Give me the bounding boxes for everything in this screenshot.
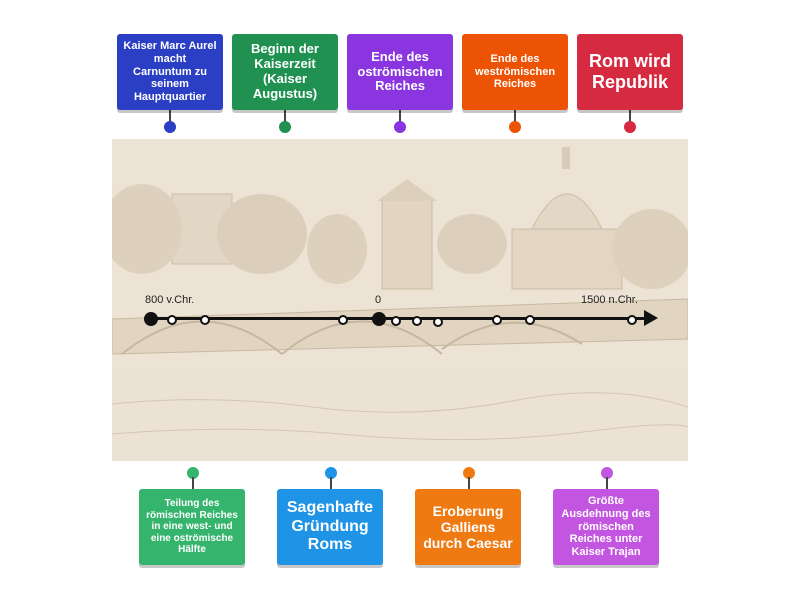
pin-stem <box>468 477 470 490</box>
drop-slot[interactable] <box>525 315 535 325</box>
drop-slot[interactable] <box>492 315 502 325</box>
event-card-teilung[interactable]: Teilung des römischen Reiches in eine we… <box>139 489 245 565</box>
timeline-start-marker <box>144 312 158 326</box>
pin-dot <box>394 121 406 133</box>
pin-dot <box>187 467 199 479</box>
drop-slot[interactable] <box>412 316 422 326</box>
pin-stem <box>606 477 608 490</box>
pin-stem <box>399 110 401 124</box>
timeline-zero-marker <box>372 312 386 326</box>
event-card-kaiserzeit[interactable]: Beginn der Kaiserzeit (Kaiser Augustus) <box>232 34 338 110</box>
pin-dot <box>279 121 291 133</box>
pin-dot <box>601 467 613 479</box>
drop-slot[interactable] <box>338 315 348 325</box>
timeline-zero-label: 0 <box>375 294 382 306</box>
event-card-republik[interactable]: Rom wird Republik <box>577 34 683 110</box>
pin-dot <box>164 121 176 133</box>
event-card-gallien[interactable]: Eroberung Galliens durch Caesar <box>415 489 521 565</box>
pin-stem <box>514 110 516 124</box>
drop-slot[interactable] <box>391 316 401 326</box>
drop-slot[interactable] <box>200 315 210 325</box>
pin-stem <box>192 477 194 490</box>
pin-stem <box>330 477 332 490</box>
event-card-marc-aurel[interactable]: Kaiser Marc Aurel macht Carnuntum zu sei… <box>117 34 223 110</box>
drop-slot[interactable] <box>627 315 637 325</box>
timeline-end-label: 1500 n.Chr. <box>581 294 638 306</box>
timeline-arrow-icon <box>644 310 658 326</box>
rome-sketch-background: 800 v.Chr. 0 1500 n.Chr. <box>112 139 688 461</box>
drop-slot[interactable] <box>167 315 177 325</box>
pin-stem <box>169 110 171 124</box>
pin-dot <box>463 467 475 479</box>
rome-sketch-illustration <box>112 139 688 461</box>
pin-stem <box>629 110 631 124</box>
pin-dot <box>624 121 636 133</box>
drop-slot[interactable] <box>433 317 443 327</box>
timeline-start-label: 800 v.Chr. <box>145 294 195 306</box>
pin-dot <box>325 467 337 479</box>
event-card-ende-ostrom[interactable]: Ende des oströmischen Reiches <box>347 34 453 110</box>
event-card-gruendung-roms[interactable]: Sagenhafte Gründung Roms <box>277 489 383 565</box>
event-card-trajan[interactable]: Größte Ausdehnung des römischen Reiches … <box>553 489 659 565</box>
event-card-ende-westrom[interactable]: Ende des weströmischen Reiches <box>462 34 568 110</box>
pin-stem <box>284 110 286 124</box>
pin-dot <box>509 121 521 133</box>
